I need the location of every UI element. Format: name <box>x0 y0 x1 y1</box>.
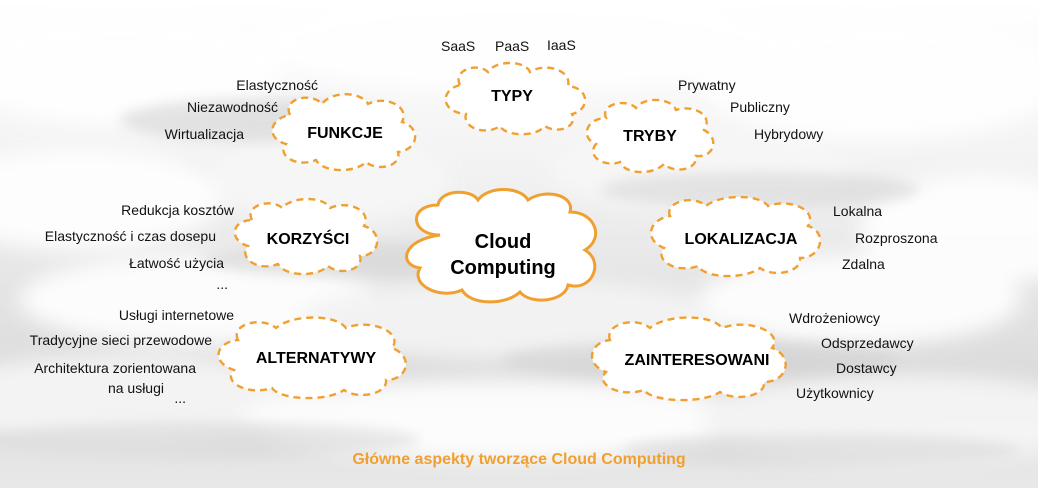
node-funkcje-title: FUNKCJE <box>307 125 383 142</box>
alternatywy-cloud-shape <box>217 316 407 400</box>
center-cloud-shape <box>405 188 598 304</box>
tryby-item-0: Prywatny <box>678 77 736 93</box>
tryby-item-1: Publiczny <box>730 99 790 115</box>
funkcje-item-1: Niezawodność <box>186 99 278 115</box>
node-korzysci-title: KORZYŚCI <box>266 231 350 248</box>
center-title-line2: Computing <box>450 257 556 279</box>
korzysci-item-ellipsis: ... <box>216 276 228 292</box>
zainteresowani-item-3: Użytkownicy <box>796 385 874 401</box>
typy-cloud-shape <box>444 61 587 136</box>
tryby-cloud-shape <box>585 98 715 174</box>
typy-item-paas: PaaS <box>495 38 530 54</box>
funkcje-item-2: Wirtualizacja <box>164 126 244 142</box>
lokalizacja-item-1: Rozproszona <box>855 230 938 246</box>
alternatywy-item-2: Architektura zorientowana <box>34 360 196 376</box>
node-typy-title: TYPY <box>491 88 533 105</box>
lokalizacja-item-2: Zdalna <box>842 256 885 272</box>
node-lokalizacja-title: LOKALIZACJA <box>684 231 798 248</box>
funkcje-item-0: Elastyczność <box>236 77 318 93</box>
node-tryby-title: TRYBY <box>623 128 677 145</box>
korzysci-cloud-shape <box>233 197 379 276</box>
korzysci-item-0: Redukcja kosztów <box>121 202 234 218</box>
alternatywy-item-0: Usługi internetowe <box>118 307 234 323</box>
alternatywy-item-ellipsis: ... <box>174 390 186 406</box>
zainteresowani-cloud-shape <box>590 316 787 402</box>
funkcje-cloud-shape <box>271 93 417 172</box>
zainteresowani-item-2: Dostawcy <box>836 360 897 376</box>
typy-item-saas: SaaS <box>441 38 476 54</box>
lokalizacja-item-0: Lokalna <box>833 203 883 219</box>
alternatywy-item-3: na usługi <box>107 380 164 396</box>
zainteresowani-item-0: Wdrożeniowcy <box>789 310 881 326</box>
figure-caption: Główne aspekty tworzące Cloud Computing <box>352 451 686 468</box>
center-title: Cloud Computing <box>438 229 568 281</box>
korzysci-item-1: Elastyczność i czas dosepu <box>44 228 216 244</box>
node-zainteresowani-title: ZAINTERESOWANI <box>624 352 770 369</box>
typy-item-iaas: IaaS <box>547 37 576 53</box>
alternatywy-item-1: Tradycyjne sieci przewodowe <box>29 332 212 348</box>
node-alternatywy-title: ALTERNATYWY <box>255 350 377 367</box>
lokalizacja-cloud-shape <box>649 195 822 278</box>
center-title-line1: Cloud <box>474 231 532 253</box>
korzysci-item-2: Łatwość użycia <box>129 255 224 271</box>
tryby-item-2: Hybrydowy <box>754 126 824 142</box>
zainteresowani-item-1: Odsprzedawcy <box>821 335 914 351</box>
